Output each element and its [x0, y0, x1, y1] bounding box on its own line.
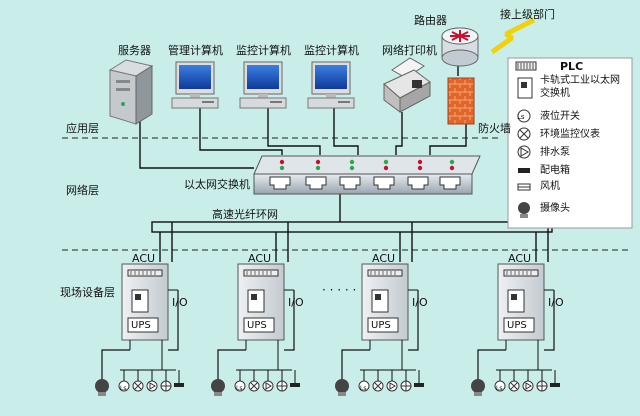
level-switch-symbol: Ls [236, 385, 243, 392]
monitor-computer-label-1: 监控计算机 [236, 44, 291, 57]
legend-level-symbol: Ls [517, 113, 525, 121]
admin-computer-label: 管理计算机 [168, 44, 223, 57]
io-label: I/O [172, 296, 188, 309]
acu-label: ACU [132, 252, 156, 265]
ellipsis: · · · · · [322, 283, 357, 297]
acu-unit [335, 263, 424, 396]
lightning-icon [490, 17, 536, 55]
computer-icons [171, 61, 355, 109]
monitor-computer-label-2: 监控计算机 [304, 44, 359, 57]
acu-label: ACU [372, 252, 396, 265]
router-icon [441, 27, 479, 67]
app-layer-label: 应用层 [66, 122, 99, 135]
legend-plc-label: PLC [560, 60, 584, 73]
legend-switch-label: 卡轨式工业以太网交换机 [540, 75, 620, 99]
firewall-label: 防火墙 [478, 122, 511, 135]
legend-level-label: 液位开关 [540, 111, 580, 122]
switch-label: 以太网交换机 [184, 178, 250, 191]
server-label: 服务器 [118, 44, 151, 57]
field-layer-label: 现场设备层 [60, 286, 115, 299]
fiber-ring-label: 高速光纤环网 [212, 208, 278, 221]
fiber-ring [151, 190, 553, 262]
network-layer-label: 网络层 [66, 184, 99, 197]
legend-camera-label: 摄像头 [540, 203, 570, 214]
printer-icon [383, 57, 431, 113]
acu-unit [211, 263, 300, 396]
legend-box-label: 配电箱 [540, 165, 570, 176]
network-printer-label: 网络打印机 [382, 44, 437, 57]
acu-unit [471, 263, 560, 396]
firewall-icon [447, 77, 475, 125]
level-switch-symbol: Ls [496, 385, 503, 392]
acu-unit [95, 263, 184, 396]
io-label: I/O [288, 296, 304, 309]
level-switch-symbol: Ls [120, 385, 127, 392]
legend-env-label: 环境监控仪表 [540, 129, 600, 140]
ups-label: UPS [371, 320, 391, 331]
level-switch-symbol: Ls [360, 385, 367, 392]
uplink-label: 接上级部门 [500, 8, 555, 21]
server-icon [108, 59, 154, 125]
legend-icons [515, 61, 537, 218]
router-label: 路由器 [414, 14, 447, 27]
io-label: I/O [548, 296, 564, 309]
ups-label: UPS [507, 320, 527, 331]
ups-label: UPS [247, 320, 267, 331]
legend-pump-label: 排水泵 [540, 147, 570, 158]
top-cables [139, 60, 467, 169]
ups-label: UPS [131, 320, 151, 331]
acu-label: ACU [248, 252, 272, 265]
ethernet-switch [253, 155, 481, 195]
acu-label: ACU [508, 252, 532, 265]
legend-fan-label: 风机 [540, 181, 560, 192]
io-label: I/O [412, 296, 428, 309]
